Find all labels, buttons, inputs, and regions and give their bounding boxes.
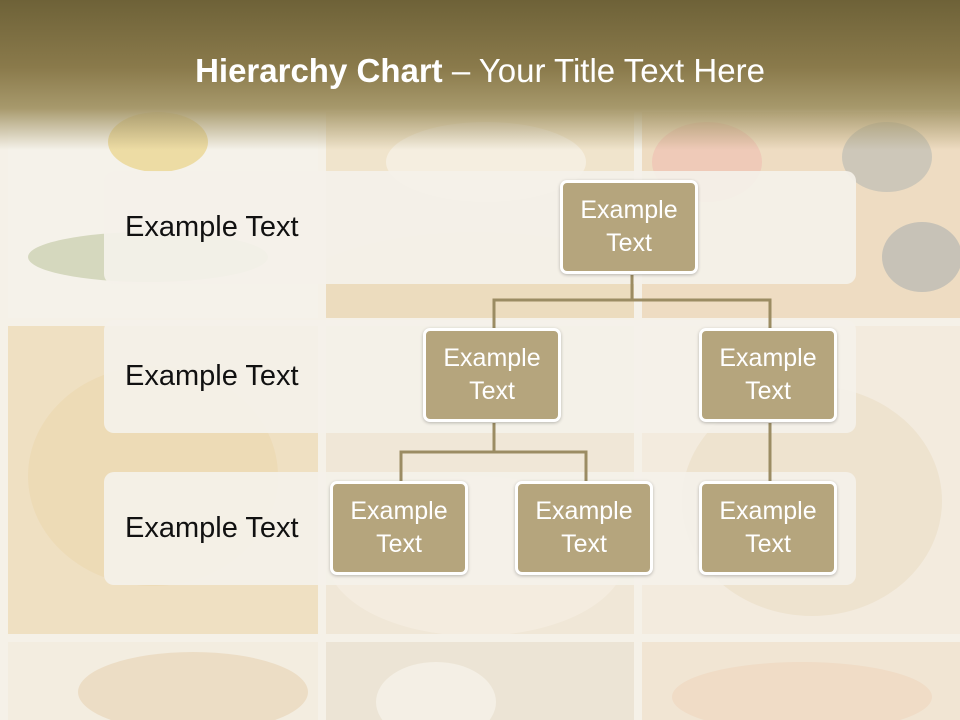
page-title: Hierarchy Chart – Your Title Text Here (0, 52, 960, 90)
node-label: Example Text (350, 497, 448, 558)
collage-tile (8, 642, 318, 720)
node-label: Example Text (580, 196, 678, 257)
node-label: Example Text (443, 344, 541, 405)
node-level3-middle[interactable]: Example Text (515, 481, 653, 575)
title-bar (0, 0, 960, 150)
node-level2-right[interactable]: Example Text (699, 328, 837, 422)
level-label: Example Text (125, 360, 299, 392)
level-label: Example Text (125, 512, 299, 544)
connector-root-to-level2 (492, 275, 634, 329)
node-root[interactable]: Example Text (560, 180, 698, 274)
connector-level2-left-to-level3-middle (494, 450, 588, 482)
node-label: Example Text (719, 344, 817, 405)
node-level3-left[interactable]: Example Text (330, 481, 468, 575)
connector-root-to-level2-right (632, 298, 772, 329)
level-band-1: Example Text (104, 171, 856, 284)
node-level2-left[interactable]: Example Text (423, 328, 561, 422)
node-label: Example Text (535, 497, 633, 558)
title-bold: Hierarchy Chart (195, 52, 443, 89)
connector-level2-left-to-level3 (399, 423, 496, 482)
level-label: Example Text (125, 211, 299, 243)
title-regular: – Your Title Text Here (442, 52, 765, 89)
collage-tile (642, 642, 960, 720)
node-label: Example Text (719, 497, 817, 558)
collage-tile (326, 642, 634, 720)
node-level3-right[interactable]: Example Text (699, 481, 837, 575)
